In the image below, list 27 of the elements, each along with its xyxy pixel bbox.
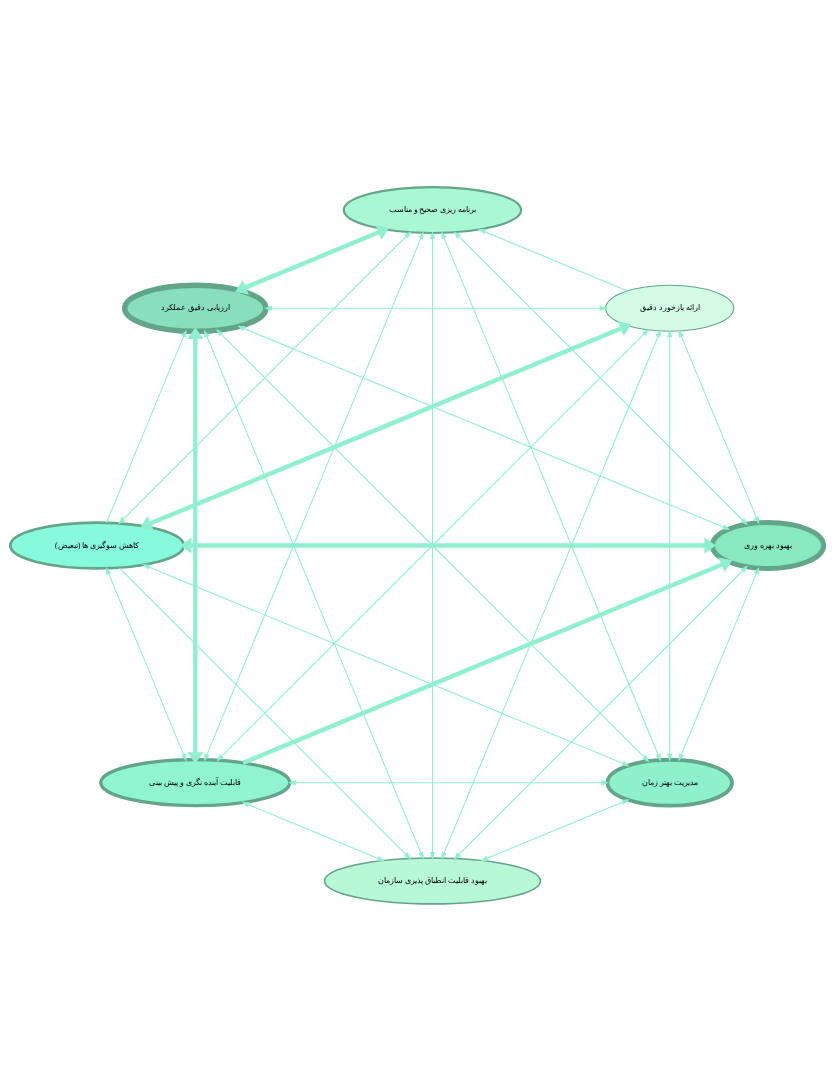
arrow <box>477 228 629 292</box>
arrow <box>204 231 424 762</box>
arrow <box>118 567 412 860</box>
arrow <box>453 565 748 860</box>
arrow <box>235 224 390 295</box>
arrow <box>429 231 436 860</box>
node-ellipse: ارائه بازخورد دقیق <box>605 284 735 332</box>
arrow <box>667 329 673 762</box>
arrow <box>264 305 608 311</box>
arrow <box>237 325 731 530</box>
arrow <box>140 321 632 531</box>
arrow <box>242 557 733 765</box>
arrow <box>288 780 609 786</box>
arrow <box>105 329 187 524</box>
arrow <box>142 564 630 767</box>
arrow <box>187 327 204 764</box>
arrow <box>105 566 187 762</box>
arrow <box>453 231 748 526</box>
arrow <box>441 231 661 762</box>
arrow <box>241 801 385 862</box>
arrow <box>118 231 412 525</box>
arrow <box>678 329 760 525</box>
arrow <box>480 799 630 862</box>
arrow <box>441 329 661 860</box>
arrow <box>180 537 716 554</box>
arrow <box>678 566 760 762</box>
arrow <box>204 329 424 860</box>
